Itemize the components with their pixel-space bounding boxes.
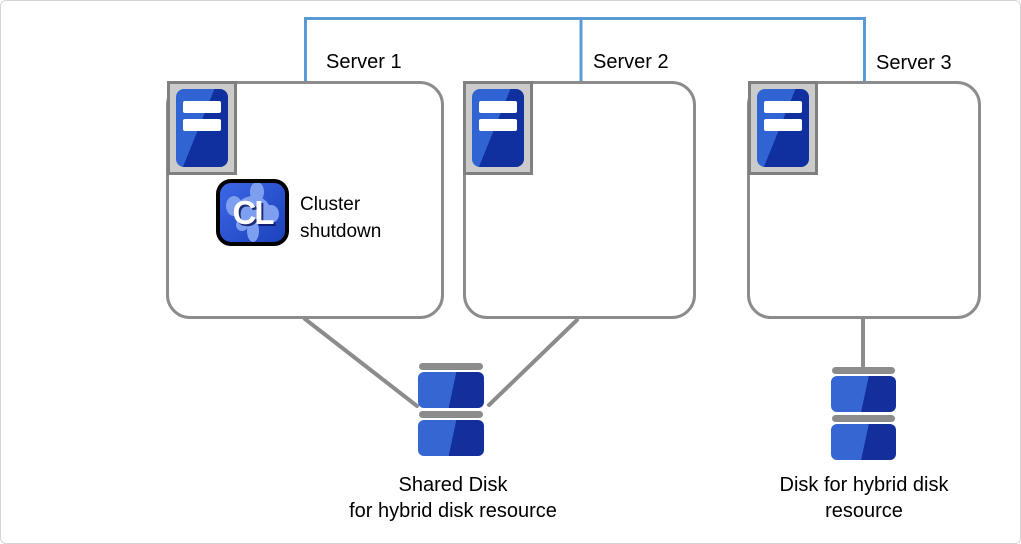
shared-disk-label-line1: Shared Disk [398,474,508,496]
server-tower-icon [757,89,809,167]
server-drive-slot [183,119,221,131]
server3-icon [748,81,818,175]
cl-icon-text: CL [232,193,275,231]
server-tower-icon [472,89,524,167]
cluster-shutdown-label-line1: Cluster [300,194,361,215]
connector-server2-shared-disk-line [487,318,579,407]
cluster-shutdown-label-line2: shutdown [300,221,382,242]
cluster-shutdown-label: Cluster shutdown [300,191,381,245]
network-line [304,17,866,82]
server-drive-slot [764,119,802,131]
server2-box [463,81,696,319]
disk-platter [831,376,896,412]
shared-disk-label-line2: for hybrid disk resource [349,500,557,522]
server-drive-slot [479,101,517,113]
splash-shape-icon [226,183,279,242]
hybrid-disk-label: Disk for hybrid disk resource [754,472,974,524]
server-drive-slot [183,101,221,113]
server-drive-slot [479,119,517,131]
hybrid-disk-label-line1: Disk for hybrid disk [779,474,949,496]
server-tower-icon [176,89,228,167]
shared-disk-icon [418,363,484,456]
server3-label: Server 3 [876,52,952,74]
disk-platter [831,424,896,460]
disk-cap [419,411,483,418]
disk-platter [418,372,484,408]
disk-cap [419,363,483,370]
server-drive-slot [764,101,802,113]
hybrid-disk-icon [831,367,896,460]
disk-platter [418,420,484,456]
server1-label: Server 1 [326,51,402,73]
server2-icon [463,81,533,175]
server1-icon [167,81,237,175]
disk-cap [832,415,895,422]
connector-server1-shared-disk-line [303,317,419,408]
shared-disk-label: Shared Disk for hybrid disk resource [323,472,583,524]
server2-label: Server 2 [593,51,669,73]
disk-cap [832,367,895,374]
cluster-shutdown-icon: CL [216,179,289,246]
hybrid-disk-label-line2: resource [825,500,903,522]
